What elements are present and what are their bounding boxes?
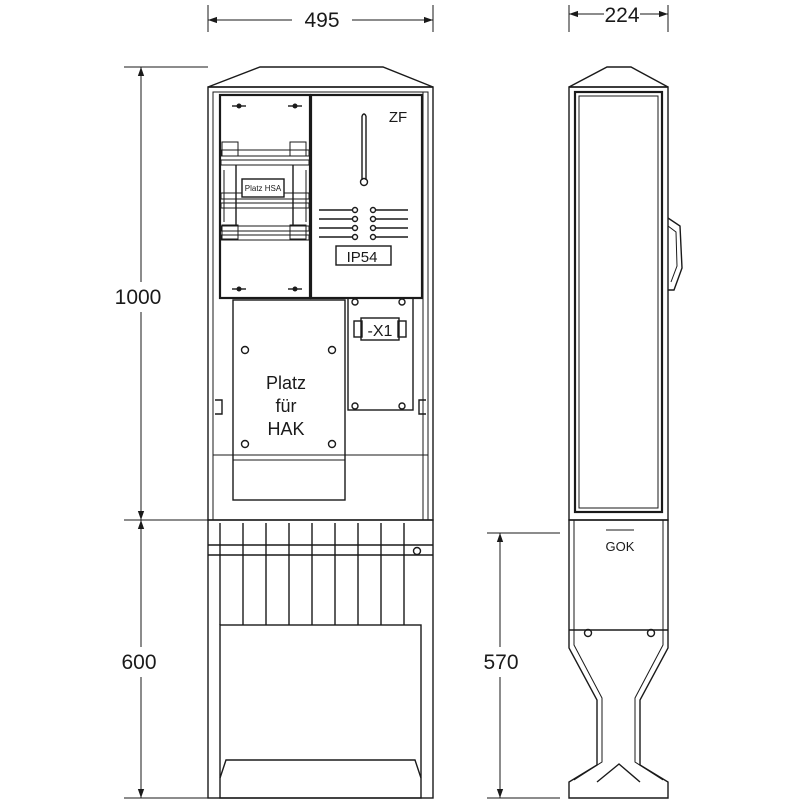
compartment-screws <box>232 103 302 292</box>
x1-label: -X1 <box>368 323 393 340</box>
ip54-label-box <box>335 245 392 266</box>
side-handle <box>667 217 683 291</box>
dimension-depth-below: 570 <box>483 532 560 799</box>
x1-panel <box>347 297 414 411</box>
x1-terminal-box <box>360 317 400 341</box>
gok-label: GOK <box>606 539 635 554</box>
platz-hsa-label-box <box>241 178 285 198</box>
platz-hak-line2: für <box>275 396 296 416</box>
platz-hak-line1: Platz <box>266 373 306 393</box>
hak-panel <box>232 299 346 501</box>
dimension-height-below: 600 <box>121 520 208 799</box>
front-view: Platz HSA ZF IP54 -X1 <box>207 66 434 799</box>
dimension-height-below-label: 600 <box>121 651 156 674</box>
platz-hsa-label: Platz HSA <box>245 184 282 193</box>
dimension-depth: 224 <box>568 4 669 32</box>
side-housing <box>568 86 669 521</box>
side-view: GOK <box>568 66 683 799</box>
front-roof <box>207 66 434 88</box>
zf-label: ZF <box>389 109 407 126</box>
dimension-height-above: 1000 <box>115 66 208 521</box>
dimension-depth-below-label: 570 <box>483 651 518 674</box>
ip54-label: IP54 <box>347 249 378 266</box>
din-rails <box>220 141 310 241</box>
cable-comb <box>219 523 422 625</box>
front-cable-base <box>207 519 434 799</box>
dimension-width-label: 495 <box>304 9 339 32</box>
dimension-width: 495 <box>207 5 434 32</box>
side-base <box>568 519 669 799</box>
dimension-depth-label: 224 <box>604 4 639 27</box>
meter-mount <box>359 113 369 187</box>
platz-hak-line3: HAK <box>267 419 304 439</box>
ventilation-slots <box>319 206 408 241</box>
side-roof <box>568 66 669 88</box>
dimension-height-above-label: 1000 <box>115 286 162 309</box>
